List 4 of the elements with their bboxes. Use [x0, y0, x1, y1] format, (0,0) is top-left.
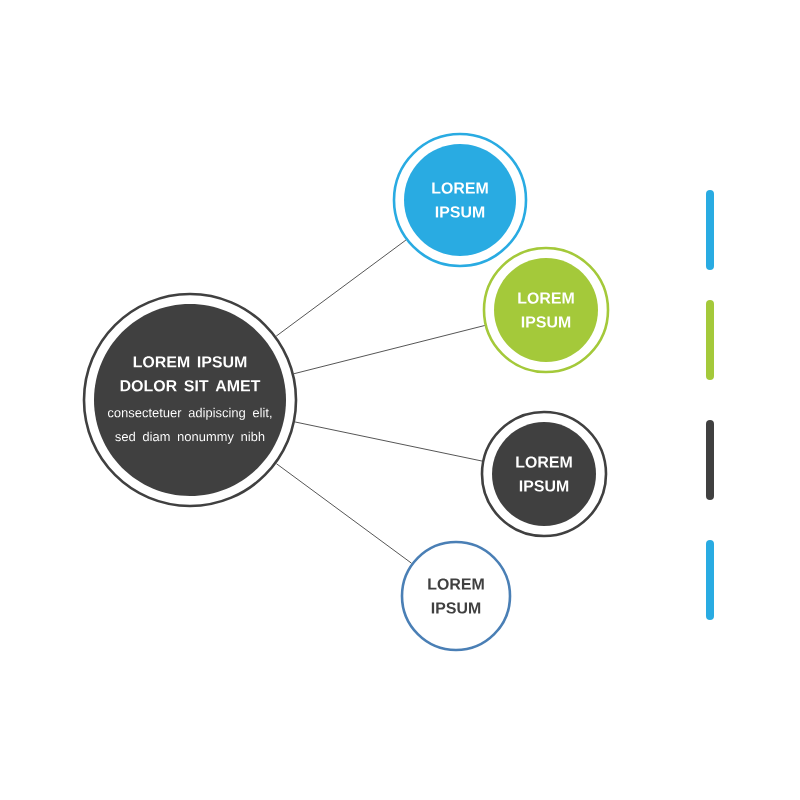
connector-line — [275, 463, 412, 564]
connector-line — [294, 421, 483, 462]
connector-line — [293, 325, 486, 375]
connector-line — [275, 239, 407, 337]
